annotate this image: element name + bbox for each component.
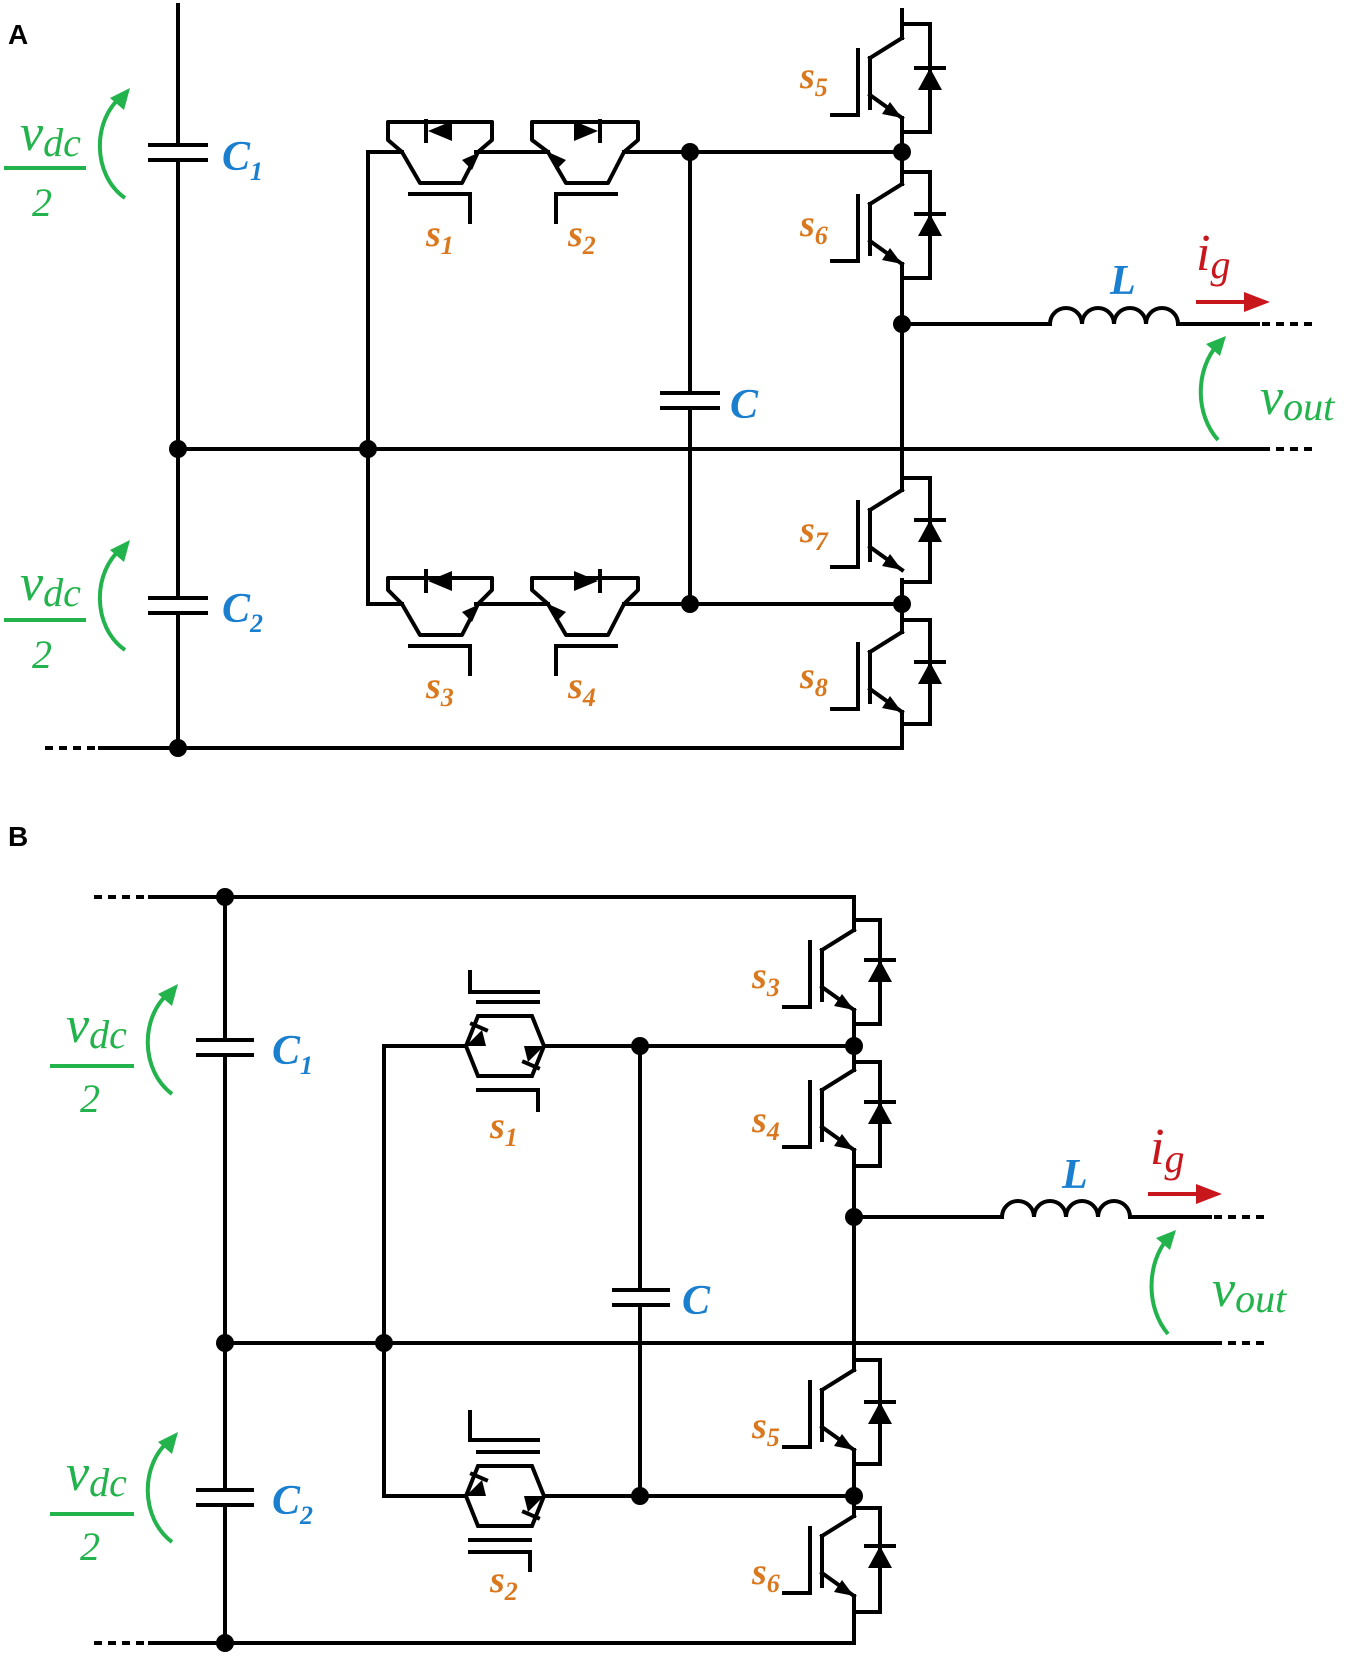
svg-text:s3: s3 [425,665,454,712]
svg-text:vdc: vdc [66,1445,127,1505]
svg-text:vdc: vdc [66,997,127,1057]
svg-text:s4: s4 [751,1099,780,1146]
c2-label-a: C [222,586,251,632]
svg-text:C: C [682,1278,711,1324]
svg-text:2: 2 [32,632,52,677]
switch-s8-a [830,618,946,726]
svg-text:2: 2 [80,1524,100,1569]
capacitor-labels-b: C1 C2 C L [272,1028,1088,1530]
switch-s3-b [782,918,896,1026]
svg-text:C2: C2 [222,586,263,638]
svg-text:s6: s6 [799,203,828,250]
c-label-a: C [730,382,759,428]
dc-link-b [196,895,254,1645]
switch-s1-a [386,119,494,224]
switch-s4-a [530,569,640,676]
inductor-a [1047,306,1181,327]
svg-text:s3: s3 [751,955,780,1002]
switch-s5-a [830,8,946,134]
vdc-half-upper-a: vdc 2 [4,88,130,225]
svg-text:C2: C2 [272,1478,313,1530]
svg-text:2: 2 [32,180,52,225]
svg-text:2: 2 [80,1076,100,1121]
svg-text:C1: C1 [272,1028,313,1080]
panel-b-label: B [8,821,28,852]
svg-text:vout: vout [1212,1261,1287,1321]
vout-b: vout [1149,1230,1287,1336]
svg-text:s5: s5 [799,55,828,102]
switch-s6-a [830,170,946,280]
vdc-half-lower-a: vdc 2 [4,540,130,677]
svg-text:L: L [1061,1152,1088,1198]
l-label-a: L [1109,258,1136,304]
svg-text:C1: C1 [222,134,263,186]
flying-capacitor-b [612,1044,670,1498]
panel-a: A [4,3,1335,757]
svg-text:s5: s5 [751,1405,780,1452]
switch-s1-b [463,970,547,1112]
dc-link-a [148,3,208,750]
flying-capacitor-a [660,150,720,606]
switch-s5-b [782,1358,896,1468]
svg-text:s6: s6 [751,1551,780,1598]
switch-s3-a [386,569,494,676]
svg-text:s2: s2 [567,213,596,260]
svg-text:s8: s8 [799,655,828,702]
vdc-half-upper-b: vdc 2 [50,984,178,1121]
svg-text:s7: s7 [799,509,829,556]
vdc-half-lower-b: vdc 2 [50,1432,178,1569]
inductor-b [999,1199,1133,1220]
switch-s2-a [530,119,640,224]
current-ig-a: ig [1196,225,1270,312]
vout-a: vout [1198,336,1335,442]
switch-s6-b [782,1506,896,1614]
switch-labels-a: s1 s2 s3 s4 s5 s6 s7 s8 [425,55,829,712]
switch-s7-a [830,476,946,584]
svg-text:vdc: vdc [20,555,81,615]
panel-a-label: A [8,19,28,50]
current-ig-b: ig [1148,1119,1222,1204]
svg-text:s1: s1 [425,213,454,260]
svg-text:s2: s2 [489,1559,518,1606]
svg-text:vout: vout [1260,369,1335,429]
svg-text:vdc: vdc [20,105,81,165]
svg-text:ig: ig [1196,225,1230,287]
c1-label-a: C [222,134,251,180]
svg-text:s4: s4 [567,665,596,712]
panel-b: B [8,821,1287,1652]
switch-s2-b [463,1410,547,1572]
switch-s4-b [782,1060,896,1168]
svg-text:s1: s1 [489,1105,518,1152]
switch-labels-b: s1 s2 s3 s4 s5 s6 [489,955,780,1606]
capacitor-labels-a: C1 C2 C L [222,134,1136,638]
svg-text:ig: ig [1150,1119,1184,1181]
